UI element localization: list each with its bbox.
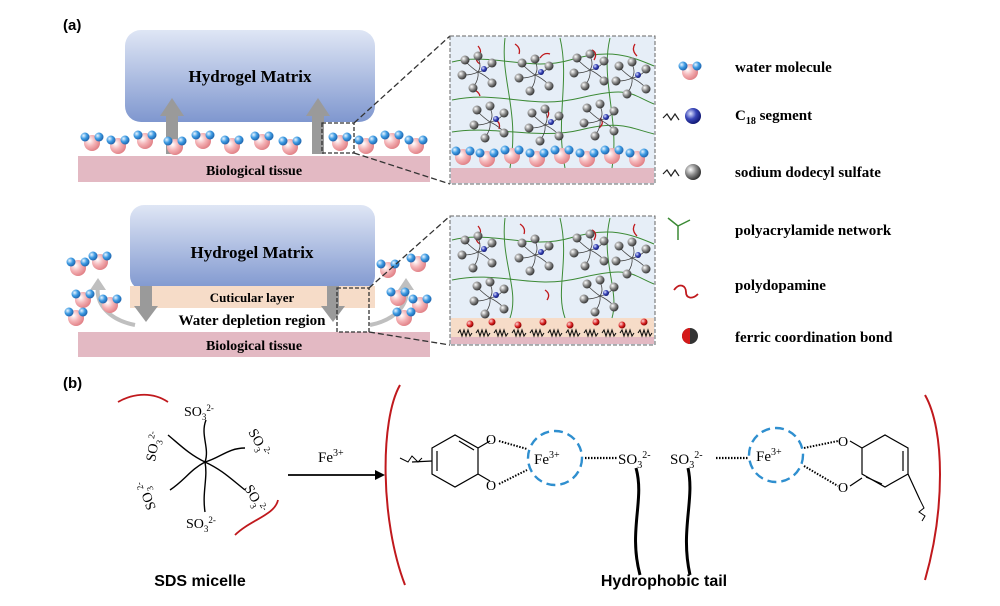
sulfonate-bridge-right: SO32- [670, 450, 703, 471]
sulfonate-bridge-left: SO32- [618, 450, 651, 471]
svg-text:O: O [486, 479, 496, 494]
legend-pda-label: polydopamine [735, 278, 826, 294]
top-zoom-panel [449, 35, 656, 185]
hydrophobic-tail [684, 467, 692, 576]
legend-ferric-label: ferric coordination bond [735, 330, 893, 346]
down-arrow [134, 286, 158, 322]
sulfonate-label: SO32- [184, 403, 214, 422]
top-hydrogel-label: Hydrogel Matrix [189, 67, 312, 86]
water-depletion-label: Water depletion region [179, 313, 327, 329]
legend-paam-label: polyacrylamide network [735, 223, 892, 239]
legend-item-sds: sodium dodecyl sulfate [662, 164, 881, 181]
sds-micelle-label: SDS micelle [154, 573, 246, 590]
top-tissue-label: Biological tissue [206, 164, 302, 179]
bottom-hydrogel-label: Hydrogel Matrix [191, 243, 314, 262]
bottom-tissue-label: Biological tissue [206, 339, 302, 354]
legend-item-pda: polydopamine [673, 278, 826, 299]
fe3-reagent-label: Fe3+ [318, 448, 344, 466]
svg-text:O: O [486, 433, 496, 448]
catechol-ring-right [849, 434, 921, 501]
legend-item-paam: polyacrylamide network [667, 217, 892, 240]
catechol-ring-left [411, 434, 491, 488]
cuticular-layer [130, 286, 375, 308]
panel-label-b: (b) [63, 375, 82, 392]
top-scene: Hydrogel Matrix Biological tissue [78, 30, 451, 185]
hydrophobic-tail-label: Hydrophobic tail [601, 573, 727, 590]
legend-item-c18: C18 segment [662, 108, 812, 127]
ferric-bonds [466, 318, 648, 329]
svg-text:O: O [838, 435, 848, 450]
fe-center-label: Fe3+ [756, 447, 782, 465]
fe-coordination-circle [526, 429, 584, 487]
bottom-hydrogel-block [130, 205, 375, 290]
fe-coordination-circle [747, 426, 805, 484]
svg-text:O: O [838, 481, 848, 496]
water-layer [80, 130, 428, 155]
zoom-line [353, 152, 451, 185]
top-tissue-bar [78, 156, 430, 182]
panel-label-a: (a) [63, 17, 81, 34]
sds-micelle-diagram: SO32- SO32- SO32- SO32- SO32- SO32- SDS … [117, 393, 279, 590]
bottom-tissue-bar [78, 332, 430, 357]
sulfonate-label: SO32- [134, 478, 162, 513]
coordination-scheme: O O Fe3+ SO32- SO32- Fe3+ O O Hydrophobi… [384, 384, 941, 590]
up-arrow [306, 98, 330, 154]
zoom-box [321, 122, 355, 154]
bottom-zoom-panel [449, 215, 656, 346]
legend-item-ferric: ferric coordination bond [682, 328, 893, 346]
down-arrow [321, 286, 345, 322]
legend-sds-label: sodium dodecyl sulfate [735, 165, 881, 181]
cuticular-label: Cuticular layer [210, 290, 295, 305]
fe-center-label: Fe3+ [534, 450, 560, 468]
legend-water-label: water molecule [735, 60, 832, 76]
sulfonate-label: SO32- [239, 482, 270, 517]
legend: water molecule C18 segment sodium dodecy… [662, 60, 893, 346]
sulfonate-label: SO32- [142, 430, 166, 463]
legend-item-water: water molecule [678, 60, 832, 80]
bottom-scene: Hydrogel Matrix Cuticular layer Water de… [64, 205, 451, 357]
top-hydrogel-block [125, 30, 375, 122]
hydrophobic-tail [634, 467, 642, 576]
reaction-arrow: Fe3+ [288, 448, 385, 480]
zoom-box [336, 287, 370, 333]
zoom-line [368, 215, 451, 289]
sulfonate-label: SO32- [243, 426, 274, 461]
zoom-line [353, 35, 451, 124]
zoom-line [368, 331, 451, 346]
legend-c18-label: C18 segment [735, 108, 812, 127]
sulfonate-label: SO32- [186, 515, 216, 534]
